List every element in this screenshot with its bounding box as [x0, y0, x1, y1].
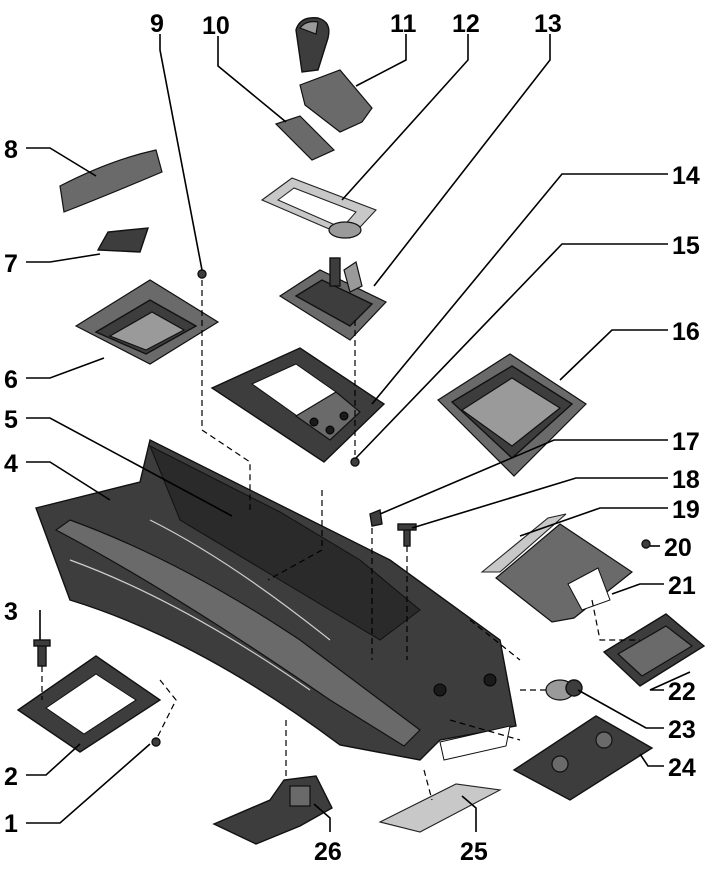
callout-9: 9 — [150, 10, 164, 38]
callout-14: 14 — [672, 162, 700, 190]
callout-17: 17 — [672, 428, 700, 456]
assembly-dashed-lines — [41, 280, 640, 801]
part-6-tray-module — [74, 279, 220, 365]
leader-lines — [26, 34, 691, 832]
part-3-screw — [33, 639, 51, 667]
callout-15: 15 — [672, 232, 700, 260]
part-19-trim-strip — [480, 513, 567, 573]
callout-8: 8 — [4, 136, 18, 164]
callout-25: 25 — [460, 838, 488, 866]
callout-24: 24 — [668, 754, 696, 782]
part-25-trim-plate — [378, 783, 502, 833]
callout-22: 22 — [668, 678, 696, 706]
part-20-screw — [641, 539, 651, 549]
callout-3: 3 — [4, 598, 18, 626]
callout-21: 21 — [668, 572, 696, 600]
part-22-air-vent — [602, 613, 706, 687]
callout-4: 4 — [4, 450, 18, 478]
part-10-trim-cover — [274, 115, 336, 161]
part-2-mounting-bracket — [16, 655, 162, 753]
part-9-screw — [197, 269, 207, 279]
callout-19: 19 — [672, 496, 700, 524]
part-13-selector-mechanism — [278, 257, 387, 341]
part-11-gear-knob — [295, 17, 373, 133]
callout-7: 7 — [4, 250, 18, 278]
callout-labels: 1 2 3 4 5 6 7 8 9 10 11 12 13 14 15 16 1… — [4, 10, 700, 866]
callout-12: 12 — [452, 10, 480, 38]
part-7-insert — [96, 227, 150, 253]
part-4-console-housing — [35, 438, 517, 761]
part-23-socket — [545, 679, 583, 701]
callout-10: 10 — [202, 12, 230, 40]
callout-11: 11 — [390, 10, 417, 38]
part-21-rear-trim-panel — [495, 523, 634, 623]
part-24-control-unit — [512, 715, 654, 801]
callout-20: 20 — [664, 534, 692, 562]
part-15-screw — [350, 457, 360, 467]
part-26-wiring-bracket — [212, 775, 333, 845]
part-14-shift-panel — [210, 347, 386, 463]
callout-16: 16 — [672, 318, 700, 346]
callout-6: 6 — [4, 366, 18, 394]
part-17-clip — [369, 509, 383, 527]
part-12-trim-frame — [260, 177, 377, 239]
part-1-screw — [151, 737, 161, 747]
callout-23: 23 — [668, 716, 696, 744]
part-16-storage-tray — [437, 353, 587, 477]
callout-5: 5 — [4, 406, 18, 434]
callout-26: 26 — [314, 838, 342, 866]
callout-1: 1 — [4, 810, 18, 838]
callout-18: 18 — [672, 466, 700, 494]
callout-2: 2 — [4, 763, 18, 791]
part-8-lid — [59, 149, 163, 213]
callout-13: 13 — [534, 10, 562, 38]
